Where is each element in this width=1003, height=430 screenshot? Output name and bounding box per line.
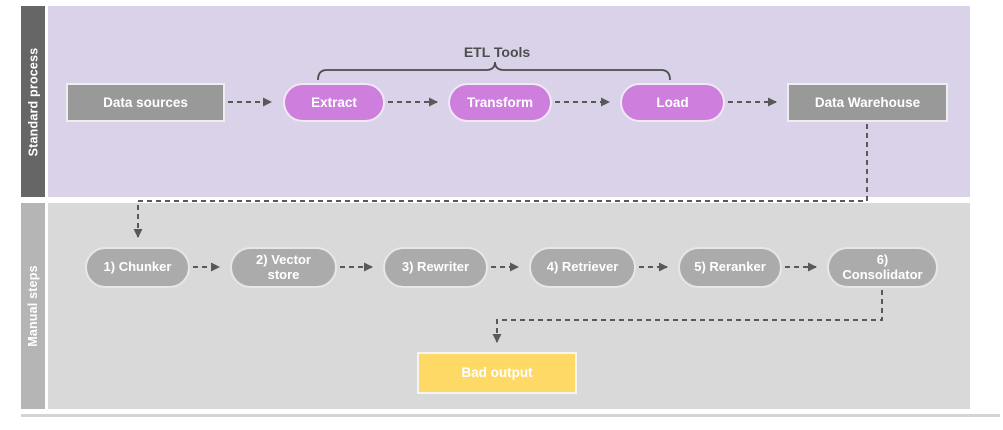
node-bad-output-label: Bad output [461, 365, 533, 381]
node-extract-label: Extract [311, 94, 357, 110]
lane-header-standard-process[interactable]: Standard process [21, 6, 45, 197]
node-data-warehouse-label: Data Warehouse [814, 94, 921, 110]
node-rewriter[interactable]: 3) Rewriter [383, 247, 488, 288]
node-chunker-label: 1) Chunker [103, 259, 172, 275]
node-data-warehouse[interactable]: Data Warehouse [787, 83, 948, 122]
node-consolidator-label: 6) Consolidator [842, 251, 923, 282]
page-separator-line [21, 414, 1000, 417]
node-reranker[interactable]: 5) Reranker [678, 247, 782, 288]
etl-tools-annotation: ETL Tools [463, 44, 531, 60]
node-retriever-label: 4) Retriever [546, 259, 619, 275]
node-vector-store[interactable]: 2) Vector store [230, 247, 337, 288]
node-data-sources[interactable]: Data sources [66, 83, 225, 122]
node-load[interactable]: Load [620, 83, 725, 122]
node-extract[interactable]: Extract [283, 83, 385, 122]
lane-label-standard-process: Standard process [26, 47, 41, 156]
node-reranker-label: 5) Reranker [694, 259, 766, 275]
node-data-sources-label: Data sources [103, 94, 188, 110]
node-retriever[interactable]: 4) Retriever [529, 247, 636, 288]
node-consolidator[interactable]: 6) Consolidator [827, 247, 938, 288]
node-chunker[interactable]: 1) Chunker [85, 247, 190, 288]
lane-label-manual-steps: Manual steps [26, 265, 40, 347]
node-bad-output[interactable]: Bad output [417, 352, 577, 394]
node-vector-store-label: 2) Vector store [256, 251, 311, 282]
node-transform-label: Transform [466, 94, 534, 110]
node-rewriter-label: 3) Rewriter [401, 259, 470, 275]
node-load-label: Load [656, 94, 689, 110]
node-transform[interactable]: Transform [448, 83, 552, 122]
lane-header-manual-steps[interactable]: Manual steps [21, 203, 45, 409]
